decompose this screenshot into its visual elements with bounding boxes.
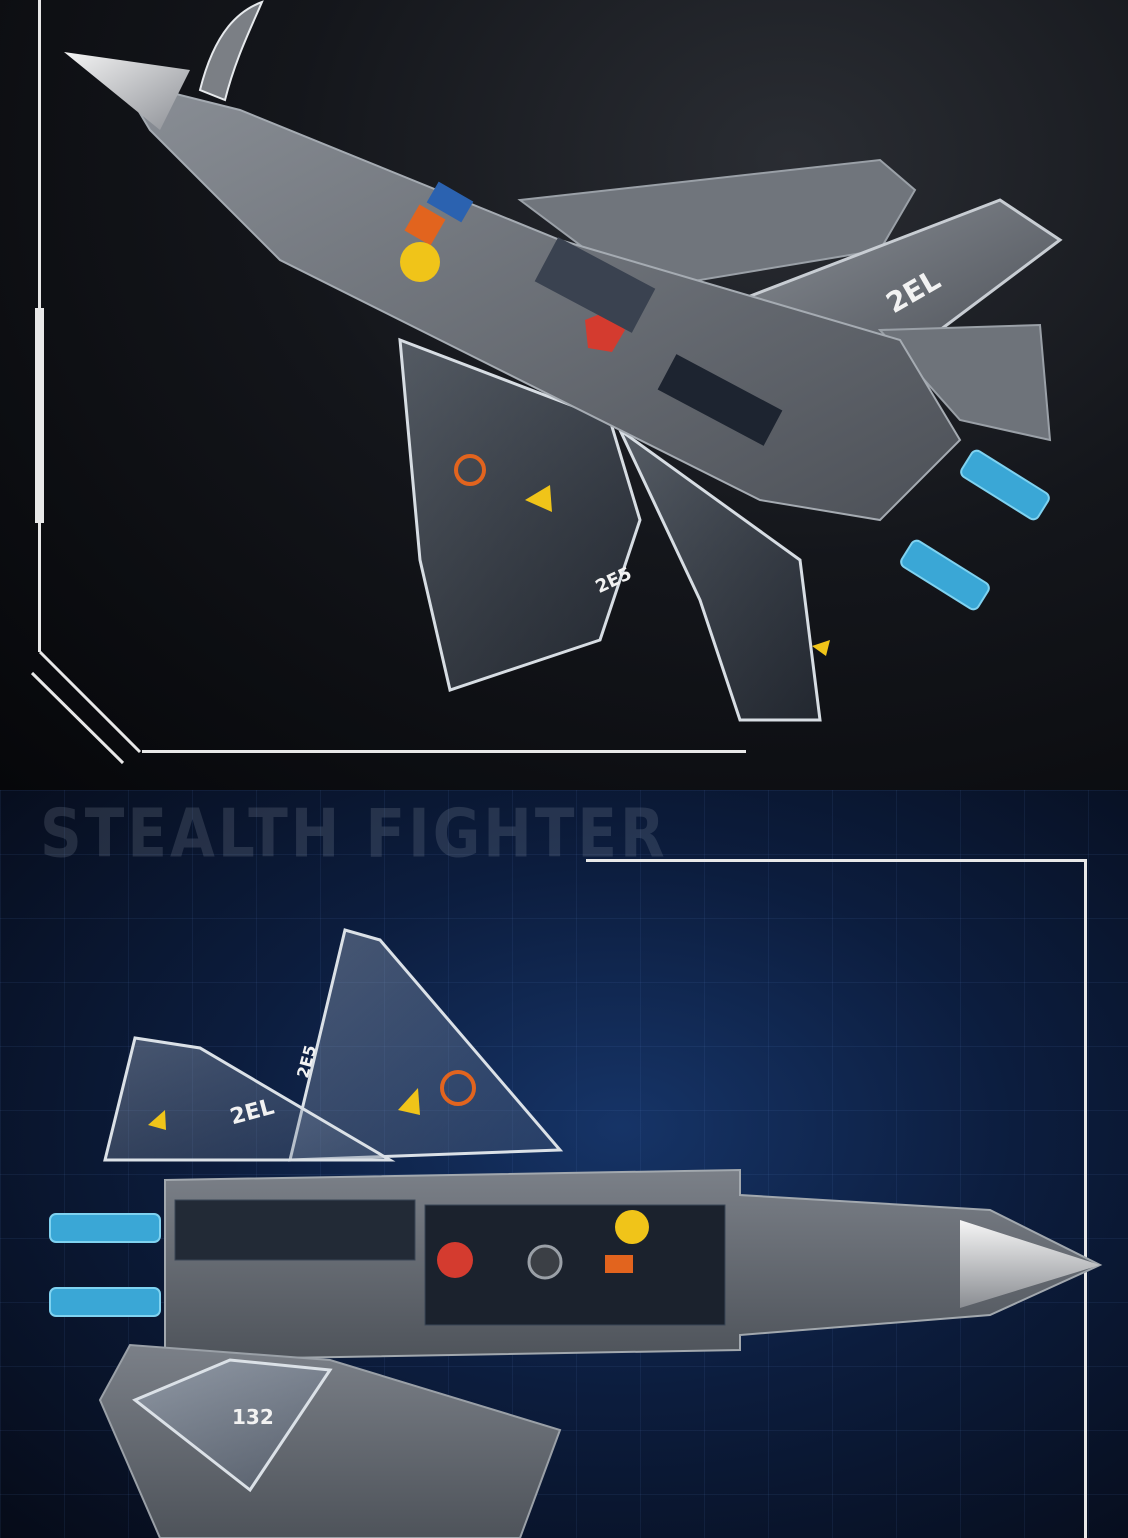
frame-line-bottom-vertical (1084, 859, 1087, 1538)
stealth-fighter-side-view-model (49, 928, 1103, 1538)
frame-line-top-horizontal (142, 750, 746, 753)
section-heading: STEALTH FIGHTER (40, 794, 668, 873)
stealth-fighter-top-view-model (64, 0, 1063, 722)
frame-line-top-diagonals (30, 650, 142, 765)
bottom-photo-panel: 2EL 2E5 132 (0, 790, 1128, 1538)
engine-nozzles-bottom (49, 1213, 161, 1317)
frame-line-bottom-horizontal (586, 859, 1087, 862)
engine-nozzles-top (900, 449, 1050, 611)
fuselage-number-marking: 132 (232, 1405, 274, 1429)
frame-line-top-accent (35, 308, 44, 523)
top-photo-panel: 2EL 2E5 (0, 0, 1128, 790)
